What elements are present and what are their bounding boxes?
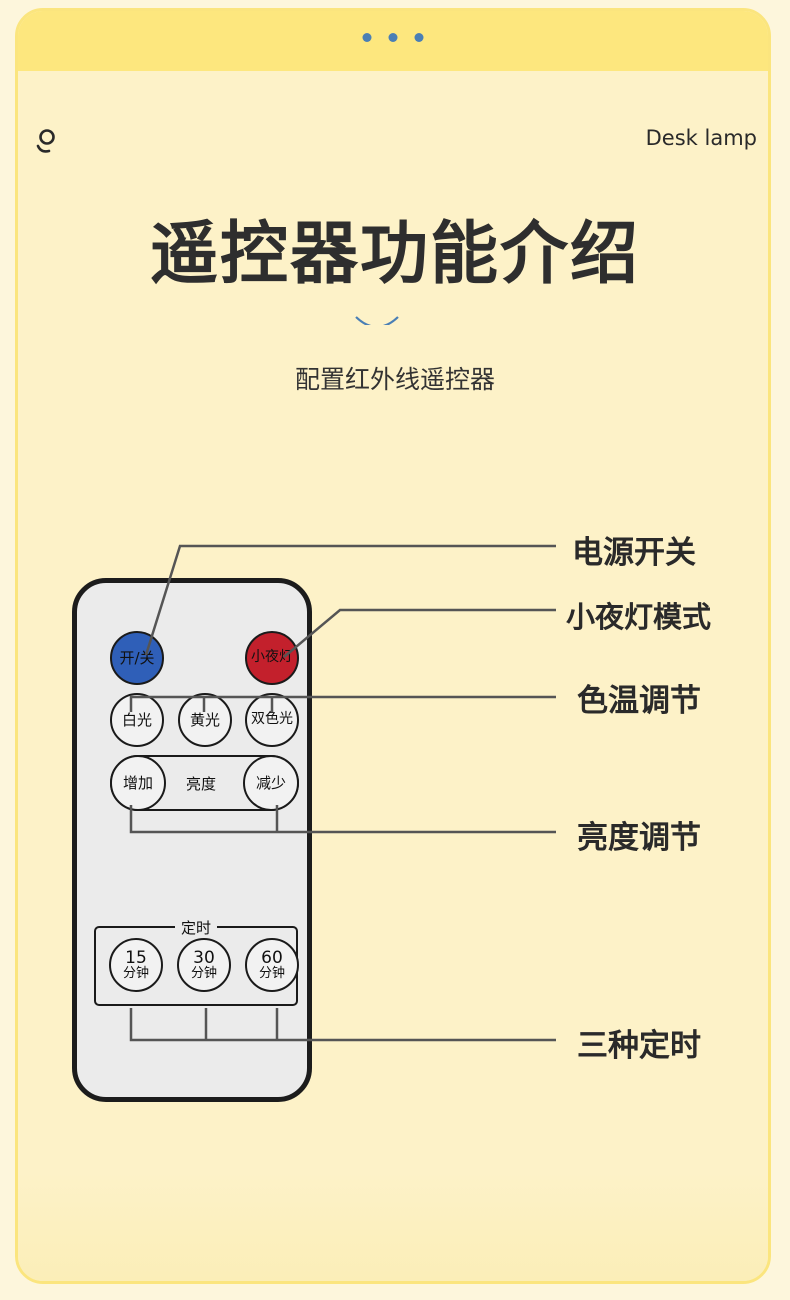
timer-60-button[interactable]: 60 分钟 [245, 938, 299, 992]
timer-30-unit: 分钟 [190, 966, 217, 982]
brightness-label: 亮度 [186, 775, 217, 793]
power-button[interactable]: 开/关 [110, 631, 164, 685]
dot-icon [414, 33, 424, 42]
dot-icon [362, 33, 372, 42]
dot-icon [388, 33, 398, 42]
brand-logo-icon [36, 129, 55, 153]
timer-60-unit: 分钟 [258, 966, 285, 982]
timer-15-unit: 分钟 [122, 966, 149, 982]
timer-30-number: 30 [193, 947, 215, 968]
dual-color-button[interactable]: 双色光 [245, 693, 299, 747]
timer-15-button[interactable]: 15 分钟 [109, 938, 163, 992]
top-bar [18, 11, 768, 71]
window-dots [362, 33, 424, 42]
callout-power: 电源开关 [572, 535, 696, 571]
decrease-button[interactable]: 减少 [243, 755, 299, 811]
night-light-button[interactable]: 小夜灯 [245, 631, 299, 685]
page-title: 遥控器功能介绍 [149, 215, 640, 294]
callout-brightness: 亮度调节 [577, 820, 701, 856]
callout-timer: 三种定时 [577, 1028, 701, 1064]
yellow-light-button[interactable]: 黄光 [178, 693, 232, 747]
increase-button[interactable]: 增加 [110, 755, 166, 811]
arc-divider-icon [355, 316, 399, 325]
timer-label: 定时 [174, 917, 218, 938]
timer-30-button[interactable]: 30 分钟 [177, 938, 231, 992]
callout-color-temp: 色温调节 [577, 683, 701, 719]
white-light-button[interactable]: 白光 [110, 693, 164, 747]
page-subtitle: 配置红外线遥控器 [294, 365, 495, 394]
timer-60-number: 60 [261, 947, 283, 968]
timer-15-number: 15 [125, 947, 147, 968]
remote-control: 开/关 小夜灯 白光 黄光 双色光 增加 亮度 减少 定时 15 分钟 30 分… [72, 578, 312, 1102]
brand-text: Desk lamp [645, 126, 757, 150]
callout-night: 小夜灯模式 [566, 600, 712, 634]
bottom-fade [18, 1171, 768, 1281]
